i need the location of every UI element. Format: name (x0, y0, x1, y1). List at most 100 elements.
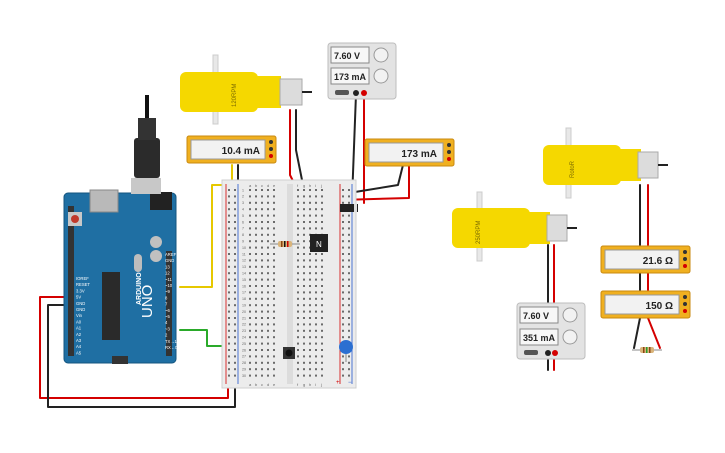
multimeter-4[interactable]: 150 Ω (600, 290, 691, 319)
breadboard-hole[interactable] (309, 214, 311, 217)
breadboard-hole[interactable] (249, 240, 251, 243)
breadboard-hole[interactable] (309, 336, 311, 339)
breadboard-hole[interactable] (228, 349, 230, 351)
breadboard-hole[interactable] (249, 272, 251, 275)
breadboard-hole[interactable] (315, 227, 317, 230)
breadboard-hole[interactable] (315, 336, 317, 339)
breadboard-hole[interactable] (228, 214, 230, 217)
breadboard-hole[interactable] (234, 361, 236, 364)
breadboard-hole[interactable] (303, 278, 305, 281)
breadboard-hole[interactable] (348, 297, 350, 300)
breadboard-hole[interactable] (303, 361, 305, 364)
breadboard-hole[interactable] (255, 227, 257, 230)
breadboard-hole[interactable] (228, 374, 230, 377)
wire-black-resistor2[interactable] (633, 317, 641, 349)
breadboard-hole[interactable] (297, 240, 299, 243)
breadboard-hole[interactable] (321, 221, 323, 223)
breadboard-hole[interactable] (234, 201, 236, 204)
breadboard-hole[interactable] (342, 221, 344, 223)
wire-red-meter2[interactable] (339, 164, 410, 201)
breadboard-hole[interactable] (321, 323, 323, 326)
breadboard-hole[interactable] (315, 310, 317, 313)
breadboard-hole[interactable] (348, 336, 350, 339)
breadboard-hole[interactable] (261, 208, 263, 211)
breadboard-hole[interactable] (261, 342, 263, 345)
breadboard-hole[interactable] (273, 285, 275, 287)
breadboard-hole[interactable] (348, 201, 350, 204)
breadboard-hole[interactable] (255, 189, 257, 191)
breadboard-hole[interactable] (234, 329, 236, 332)
breadboard-hole[interactable] (342, 253, 344, 255)
breadboard-hole[interactable] (321, 272, 323, 275)
breadboard-hole[interactable] (273, 355, 275, 358)
breadboard-hole[interactable] (273, 201, 275, 204)
breadboard-hole[interactable] (234, 285, 236, 287)
breadboard-hole[interactable] (303, 329, 305, 332)
breadboard-hole[interactable] (342, 310, 344, 313)
breadboard-hole[interactable] (315, 304, 317, 307)
breadboard-hole[interactable] (228, 272, 230, 275)
breadboard-hole[interactable] (315, 214, 317, 217)
breadboard-hole[interactable] (303, 195, 305, 198)
breadboard-hole[interactable] (228, 233, 230, 236)
breadboard-hole[interactable] (303, 253, 305, 255)
breadboard-hole[interactable] (267, 310, 269, 313)
breadboard-hole[interactable] (321, 278, 323, 281)
breadboard-hole[interactable] (342, 361, 344, 364)
breadboard-hole[interactable] (249, 355, 251, 358)
breadboard-hole[interactable] (228, 317, 230, 319)
breadboard-hole[interactable] (255, 259, 257, 262)
breadboard-hole[interactable] (261, 310, 263, 313)
breadboard-hole[interactable] (234, 233, 236, 236)
breadboard-hole[interactable] (267, 297, 269, 300)
breadboard-hole[interactable] (309, 361, 311, 364)
breadboard-hole[interactable] (309, 329, 311, 332)
breadboard-hole[interactable] (309, 221, 311, 223)
breadboard-hole[interactable] (321, 285, 323, 287)
breadboard-hole[interactable] (234, 291, 236, 294)
breadboard-hole[interactable] (297, 214, 299, 217)
breadboard-hole[interactable] (249, 189, 251, 191)
breadboard-hole[interactable] (303, 246, 305, 249)
wire-black-meter2[interactable] (354, 164, 404, 193)
breadboard-hole[interactable] (261, 297, 263, 300)
breadboard-hole[interactable] (315, 297, 317, 300)
breadboard-hole[interactable] (309, 349, 311, 351)
breadboard-hole[interactable] (303, 227, 305, 230)
breadboard-hole[interactable] (315, 278, 317, 281)
breadboard-hole[interactable] (309, 259, 311, 262)
breadboard-hole[interactable] (297, 361, 299, 364)
breadboard-hole[interactable] (273, 246, 275, 249)
power-supply-2-voltage-knob[interactable] (562, 307, 578, 323)
breadboard-hole[interactable] (255, 278, 257, 281)
breadboard-hole[interactable] (297, 310, 299, 313)
breadboard-hole[interactable] (303, 297, 305, 300)
breadboard-hole[interactable] (255, 368, 257, 371)
breadboard-hole[interactable] (321, 227, 323, 230)
breadboard-hole[interactable] (261, 240, 263, 243)
breadboard-hole[interactable] (342, 317, 344, 319)
breadboard-hole[interactable] (261, 355, 263, 358)
breadboard-hole[interactable] (348, 304, 350, 307)
breadboard-hole[interactable] (261, 361, 263, 364)
breadboard-hole[interactable] (267, 317, 269, 319)
breadboard-hole[interactable] (348, 214, 350, 217)
breadboard-hole[interactable] (261, 349, 263, 351)
breadboard-hole[interactable] (321, 374, 323, 377)
breadboard-hole[interactable] (321, 355, 323, 358)
breadboard-hole[interactable] (267, 227, 269, 230)
breadboard-hole[interactable] (315, 361, 317, 364)
breadboard-hole[interactable] (309, 189, 311, 191)
breadboard-hole[interactable] (228, 361, 230, 364)
breadboard-hole[interactable] (348, 278, 350, 281)
breadboard-hole[interactable] (249, 195, 251, 198)
breadboard-hole[interactable] (255, 323, 257, 326)
breadboard-hole[interactable] (321, 265, 323, 268)
breadboard-hole[interactable] (267, 201, 269, 204)
breadboard-hole[interactable] (321, 349, 323, 351)
wire-black-arduino-loop[interactable] (47, 304, 236, 408)
breadboard-hole[interactable] (255, 361, 257, 364)
breadboard-hole[interactable] (309, 317, 311, 319)
breadboard-hole[interactable] (228, 265, 230, 268)
